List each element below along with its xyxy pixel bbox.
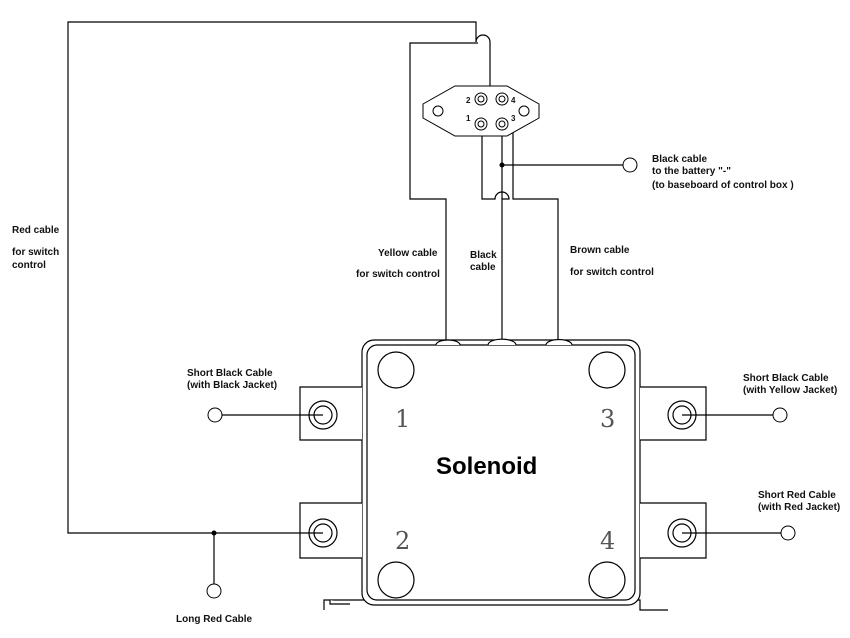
svg-text:Red cable: Red cable <box>12 225 60 236</box>
svg-text:for switch control: for switch control <box>570 267 654 278</box>
svg-text:Short Red Cable: Short Red Cable <box>758 490 836 501</box>
short-red-right-end <box>780 525 796 541</box>
black-cable-wire <box>481 135 510 340</box>
terminal-number: 1 <box>395 405 410 433</box>
svg-text:for switch control: for switch control <box>356 269 440 280</box>
pin-label: 3 <box>511 114 516 123</box>
solenoid-title: Solenoid <box>436 453 537 480</box>
four-pin-connector: 2 4 1 3 <box>422 85 540 137</box>
svg-text:Brown cable: Brown cable <box>570 245 630 256</box>
svg-text:control: control <box>12 260 46 271</box>
label-short-black-right: Short Black Cable (with Yellow Jacket) <box>743 373 837 396</box>
svg-text:Yellow cable: Yellow cable <box>378 248 438 259</box>
svg-text:(with Red Jacket): (with Red Jacket) <box>758 502 840 513</box>
svg-text:Black cable: Black cable <box>652 154 707 165</box>
terminal-number: 4 <box>600 527 615 555</box>
svg-text:for switch: for switch <box>12 247 59 258</box>
svg-text:(to baseboard of control box ): (to baseboard of control box ) <box>652 180 794 191</box>
brown-cable-wire <box>512 120 559 340</box>
yellow-cable-wire <box>409 42 478 340</box>
long-red-junction <box>211 530 217 536</box>
svg-text:to the battery "-": to the battery "-" <box>652 166 731 177</box>
svg-text:Black: Black <box>470 250 497 261</box>
red-cable-connector-hop <box>475 34 491 92</box>
short-black-left-end <box>207 407 223 423</box>
label-yellow-cable: Yellow cable for switch control <box>356 248 440 280</box>
red-cable-wire <box>67 21 477 534</box>
svg-text:Short Black Cable: Short Black Cable <box>187 368 273 379</box>
label-red-cable: Red cable for switch control <box>12 225 60 271</box>
solenoid-body: 1 3 2 4 Solenoid <box>299 338 707 611</box>
long-red-end <box>206 583 222 599</box>
pin-label: 2 <box>466 96 471 105</box>
pin-label: 1 <box>466 114 471 123</box>
svg-text:(with Yellow Jacket): (with Yellow Jacket) <box>743 385 837 396</box>
label-black-cable: Black cable <box>470 250 497 273</box>
battery-terminal <box>622 157 638 173</box>
label-short-black-left: Short Black Cable (with Black Jacket) <box>187 368 277 391</box>
label-brown-cable: Brown cable for switch control <box>570 245 654 278</box>
label-short-red-right: Short Red Cable (with Red Jacket) <box>758 490 840 513</box>
label-long-red: Long Red Cable <box>176 614 253 625</box>
terminal-number: 3 <box>600 405 615 433</box>
terminal-number: 2 <box>395 527 410 555</box>
pin-label: 4 <box>511 96 516 105</box>
svg-text:Short Black Cable: Short Black Cable <box>743 373 829 384</box>
junction-dot <box>499 162 505 168</box>
label-black-cable-battery: Black cable to the battery "-" (to baseb… <box>652 154 794 191</box>
svg-text:(with Black Jacket): (with Black Jacket) <box>187 380 277 391</box>
short-black-right-end <box>772 407 788 423</box>
svg-text:cable: cable <box>470 262 496 273</box>
